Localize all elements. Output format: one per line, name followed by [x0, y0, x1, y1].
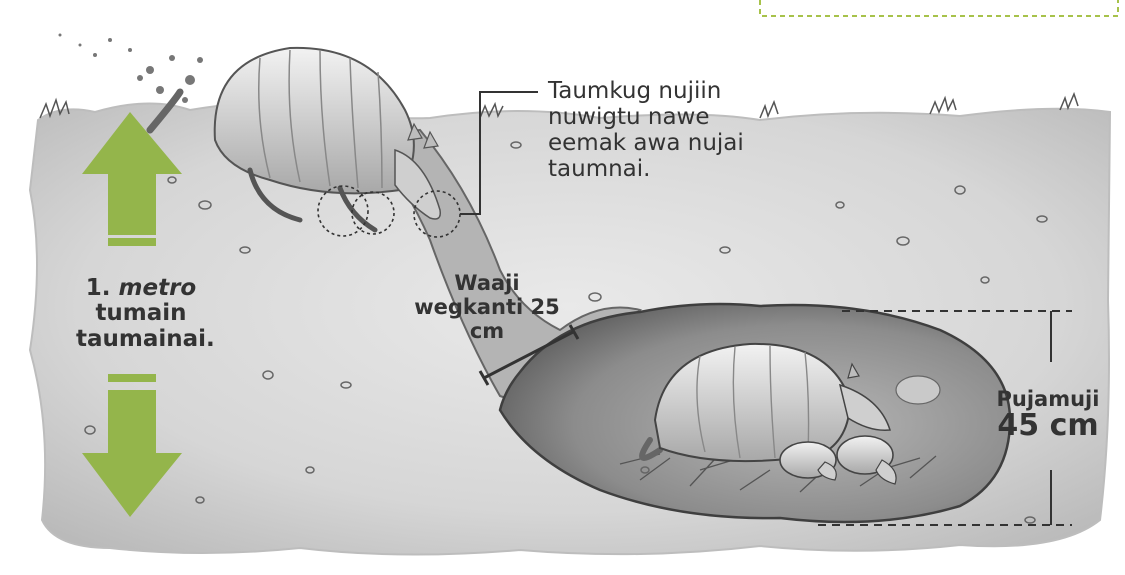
depth-label-line-3: taumainai.	[76, 327, 206, 352]
tunnel-width-line-3: cm	[412, 320, 562, 344]
callout-text: Taumkug nujiin nuwigtu nawe eemak awa nu…	[548, 78, 744, 182]
depth-label-line-2: tumain	[76, 301, 206, 326]
tunnel-width-line-2: wegkanti 25	[412, 296, 562, 320]
chamber-height-label: Pujamuji 45 cm	[978, 388, 1118, 441]
depth-number: 1.	[86, 275, 111, 301]
callout-line-4: taumnai.	[548, 156, 744, 182]
tunnel-width-label: Waaji wegkanti 25 cm	[412, 272, 562, 344]
depth-unit: metro	[119, 275, 197, 301]
callout-line-1: Taumkug nujiin	[548, 78, 744, 104]
tunnel-width-line-1: Waaji	[412, 272, 562, 296]
dashed-frame	[760, 0, 1118, 16]
depth-label: 1. metro tumain taumainai.	[76, 276, 206, 352]
chamber-height-value: 45 cm	[978, 411, 1118, 441]
depth-label-line-1: 1. metro	[76, 276, 206, 301]
callout-line-3: eemak awa nujai	[548, 130, 744, 156]
callout-line-2: nuwigtu nawe	[548, 104, 744, 130]
